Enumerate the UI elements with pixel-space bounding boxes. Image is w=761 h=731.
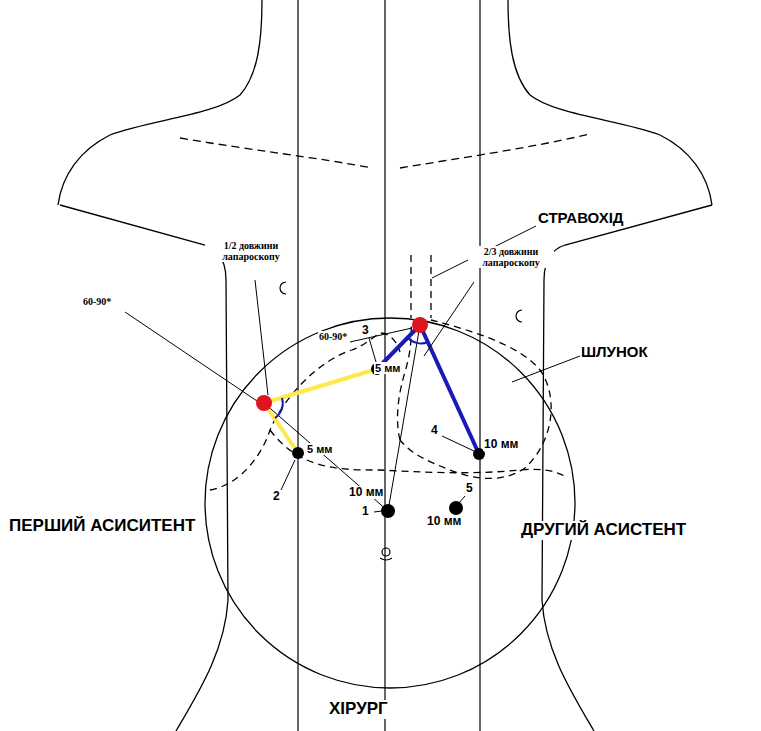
trocar-ports	[292, 363, 485, 518]
working-circle	[205, 318, 575, 688]
body-outline	[58, 0, 712, 731]
yellow-triangle	[264, 369, 377, 453]
port-size: 10 мм	[483, 438, 519, 451]
callout-number: 3	[361, 324, 370, 337]
laparoscope-ports	[256, 317, 428, 411]
callout-number: 2	[272, 490, 281, 503]
organ-outlines	[210, 255, 568, 490]
port-size: 5 мм	[374, 362, 401, 374]
callout-number: 4	[430, 424, 439, 437]
length-note: 2/3 довжини лапароскопу	[468, 246, 554, 268]
callout-number: 1	[361, 505, 370, 518]
reference-lines	[298, 0, 480, 731]
length-note: 1/2 довжини лапароскопу	[205, 240, 297, 262]
angle-label: 60-90*	[82, 296, 112, 307]
symbols	[280, 282, 522, 560]
angle-arcs	[275, 338, 428, 418]
blue-triangle	[377, 325, 479, 454]
port-lines	[264, 325, 420, 511]
angle-label: 60-90*	[318, 331, 348, 342]
callout-number: 5	[465, 482, 474, 495]
port-size: 10 мм	[426, 515, 462, 528]
team-position: ХІРУРГ	[328, 700, 389, 719]
leader-lines	[125, 226, 580, 512]
port-size: 10 мм	[348, 486, 384, 499]
team-position: ДРУГИЙ АСИСТЕНТ	[520, 521, 687, 540]
port-size: 5 мм	[306, 443, 333, 455]
team-position: ПЕРШИЙ АСИСИТЕНТ	[8, 517, 196, 536]
organ-label: СТРАВОХІД	[537, 210, 625, 227]
organ-label: ШЛУНОК	[580, 344, 649, 361]
